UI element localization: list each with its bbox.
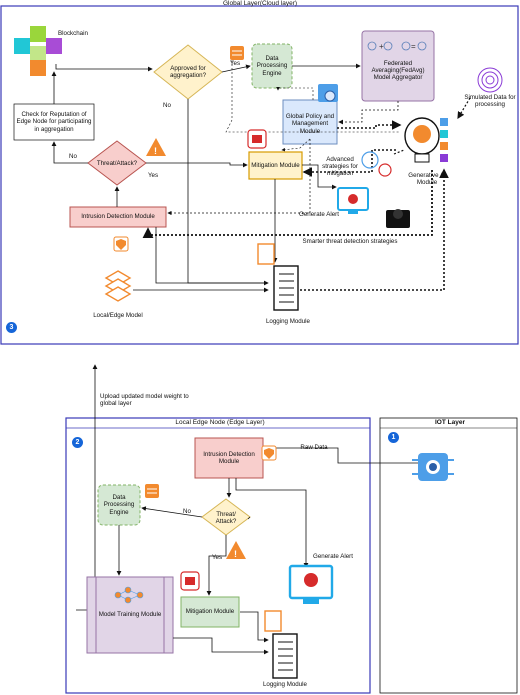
edge-dpe-db-icon xyxy=(145,484,159,498)
cloud-layer-frame xyxy=(0,5,519,345)
edge-mitigation-label: Mitigation Module xyxy=(185,608,235,616)
policy-box xyxy=(282,99,338,145)
fedavg-label: Federated Averaging(FedAvg) Model Aggreg… xyxy=(371,60,425,82)
svg-text:=: = xyxy=(411,42,416,51)
cloud-threat-no-label: No xyxy=(69,153,77,160)
cloud-alert-icon xyxy=(337,187,369,214)
edge-threat-label: Threat/ Attack? xyxy=(215,511,237,526)
smarter-strategies-label: Smarter threat detection strategies xyxy=(302,238,398,245)
policy-label: Global Policy and Management Module xyxy=(285,113,335,135)
edge-layer-title: Local Edge Node (Edge Layer) xyxy=(175,419,265,426)
blockchain-icon xyxy=(14,26,62,76)
blockchain-label: Blockchain xyxy=(58,30,88,37)
cloud-layer-title: Global Layer(Cloud layer) xyxy=(222,0,298,7)
advanced-strategies-label: Advanced strategies for mitigation xyxy=(322,156,358,178)
cloud-alert-label: Generate Alert xyxy=(299,211,339,218)
edge-alert-label: Generate Alert xyxy=(313,553,353,560)
cloud-mitigation-label: Mitigation Module xyxy=(251,161,300,169)
genai-label: Generative AI Module xyxy=(408,172,446,187)
iot-layer-title: IOT Layer xyxy=(435,419,465,426)
cloud-dpe-db-icon xyxy=(230,46,244,60)
edge-layer-badge: 2 xyxy=(72,437,83,448)
advanced-strategies-icon xyxy=(361,151,392,177)
cloud-ids-label: Intrusion Detection Module xyxy=(81,213,155,221)
iot-layer-frame xyxy=(379,417,518,694)
cloud-ids-box xyxy=(69,206,167,228)
approved-no-label: No xyxy=(163,102,171,109)
edge-mitigation-box xyxy=(180,596,240,628)
approved-label: Approved for aggregation? xyxy=(169,65,207,80)
edge-threat-yes-label: Yes xyxy=(211,554,223,561)
simulated-data-label: Simulated Data for processing xyxy=(464,94,516,109)
edge-ids-label: Intrusion Detection Module xyxy=(203,450,255,465)
approved-yes-label: Yes xyxy=(229,60,241,67)
raw-data-label: Raw Data xyxy=(300,444,328,451)
cloud-layer-badge: 3 xyxy=(6,322,17,333)
reputation-label: Check for Reputation of Edge Node for pa… xyxy=(16,111,92,133)
iot-layer-badge: 1 xyxy=(388,432,399,443)
edge-threat-no-label: No xyxy=(183,508,191,515)
cloud-threat-label: Threat/Attack? xyxy=(96,160,138,167)
cloud-shield-icon xyxy=(113,236,129,252)
local-model-label: Local/Edge Model xyxy=(93,312,143,319)
edge-shield-icon xyxy=(261,445,277,461)
policy-gear-icon xyxy=(318,84,338,102)
iot-camera-chip-icon xyxy=(412,453,454,481)
generative-ai-icon xyxy=(404,117,448,163)
fedavg-formula-icon: + = xyxy=(367,41,427,51)
edge-layer-frame xyxy=(65,417,371,694)
cloud-robot-icon xyxy=(247,129,267,149)
cloud-warning-icon: ! xyxy=(146,138,166,156)
cloud-threat-yes-label: Yes xyxy=(147,172,159,179)
edge-robot-icon xyxy=(180,571,200,591)
edge-dpe-label: Data Processing Engine xyxy=(103,494,135,516)
svg-text:+: + xyxy=(379,42,384,51)
edge-dpe-box xyxy=(97,484,141,526)
neural-network-icon xyxy=(114,586,144,604)
hacker-icon xyxy=(386,209,410,228)
svg-text:!: ! xyxy=(154,146,157,156)
cloud-threat-diamond xyxy=(87,140,147,186)
edge-alert-icon xyxy=(288,564,334,604)
cloud-mitigation-box xyxy=(248,151,303,180)
edge-warning-icon: ! xyxy=(226,541,246,559)
simulated-data-icon xyxy=(477,67,503,93)
local-model-layers-icon xyxy=(104,270,132,302)
edge-logging-label: Logging Module xyxy=(262,681,308,688)
svg-text:!: ! xyxy=(234,549,237,559)
cloud-logging-icon xyxy=(257,243,299,311)
cloud-dpe-label: Data Processing Engine xyxy=(256,55,288,77)
upload-label: Upload updated model weight to global la… xyxy=(100,393,189,408)
training-label: Model Training Module xyxy=(98,611,162,618)
cloud-dpe-box xyxy=(251,43,293,89)
edge-ids-box xyxy=(194,437,264,479)
cloud-logging-label: Logging Module xyxy=(265,318,311,325)
edge-logging-icon xyxy=(264,610,298,679)
